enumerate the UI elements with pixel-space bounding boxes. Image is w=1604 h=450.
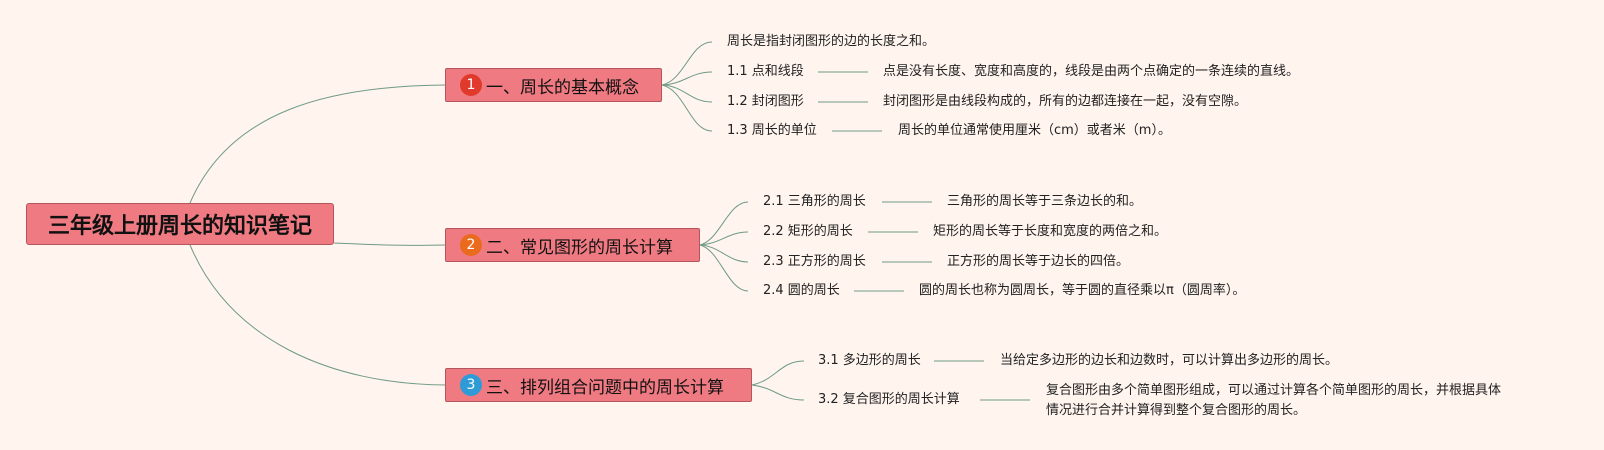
topic-2-4[interactable]: 2.4 圆的周长 — [763, 283, 840, 298]
link-root-branch-1 — [189, 84, 446, 204]
topic-1-3[interactable]: 1.3 周长的单位 — [727, 123, 817, 138]
topic-3-2-desc-line-1: 复合图形由多个简单图形组成，可以通过计算各个简单图形的周长，并根据具体 — [1046, 383, 1502, 398]
number-badge-3: 3 — [460, 374, 482, 396]
topic-2-1[interactable]: 2.1 三角形的周长 — [763, 194, 866, 209]
topic-2-2[interactable]: 2.2 矩形的周长 — [763, 224, 853, 239]
topic-1-2-desc[interactable]: 封闭图形是由线段构成的，所有的边都连接在一起，没有空隙。 — [883, 94, 1248, 109]
topic-1-3-desc[interactable]: 周长的单位通常使用厘米（cm）或者米（m）。 — [898, 123, 1171, 138]
link-b2-item-4 — [699, 244, 749, 292]
topic-3-2-desc-line-2: 情况进行合并计算得到整个复合图形的周长。 — [1046, 403, 1307, 418]
root-topic[interactable]: 三年级上册周长的知识笔记 — [26, 203, 334, 245]
link-b1-intro — [661, 41, 713, 86]
branch-2-label: 二、常见图形的周长计算 — [486, 237, 673, 258]
link-b1-item-3 — [661, 84, 713, 132]
number-badge-2: 2 — [460, 234, 482, 256]
branch-2-topic[interactable]: 2 二、常见图形的周长计算 — [445, 228, 700, 262]
link-b3-item-2 — [751, 384, 805, 401]
branch-1-topic[interactable]: 1 一、周长的基本概念 — [445, 68, 662, 102]
topic-1-1[interactable]: 1.1 点和线段 — [727, 64, 804, 79]
topic-3-2[interactable]: 3.2 复合图形的周长计算 — [818, 392, 960, 407]
topic-2-1-desc[interactable]: 三角形的周长等于三条边长的和。 — [947, 194, 1143, 209]
link-b2-item-3 — [699, 244, 749, 263]
link-b2-item-1 — [699, 201, 749, 246]
topic-3-1-desc[interactable]: 当给定多边形的边长和边数时，可以计算出多边形的周长。 — [1000, 353, 1339, 368]
topic-2-3[interactable]: 2.3 正方形的周长 — [763, 254, 866, 269]
topic-3-1[interactable]: 3.1 多边形的周长 — [818, 353, 921, 368]
branch-3-label: 三、排列组合问题中的周长计算 — [486, 377, 724, 398]
topic-2-4-desc[interactable]: 圆的周长也称为圆周长，等于圆的直径乘以π（圆周率）。 — [919, 283, 1246, 298]
topic-2-3-desc[interactable]: 正方形的周长等于边长的四倍。 — [947, 254, 1130, 269]
topic-1-2[interactable]: 1.2 封闭图形 — [727, 94, 804, 109]
branch-1-label: 一、周长的基本概念 — [486, 77, 639, 98]
branch-3-topic[interactable]: 3 三、排列组合问题中的周长计算 — [445, 368, 752, 402]
topic-2-2-desc[interactable]: 矩形的周长等于长度和宽度的两倍之和。 — [933, 224, 1168, 239]
branch-1-intro[interactable]: 周长是指封闭图形的边的长度之和。 — [727, 34, 936, 49]
number-badge-1: 1 — [460, 74, 482, 96]
link-b3-item-1 — [751, 360, 805, 386]
link-b2-item-2 — [699, 231, 749, 246]
topic-1-1-desc[interactable]: 点是没有长度、宽度和高度的，线段是由两个点确定的一条连续的直线。 — [883, 64, 1300, 79]
link-root-branch-2 — [333, 242, 446, 246]
link-b1-item-2 — [661, 84, 713, 103]
link-b1-item-1 — [661, 71, 713, 86]
topic-3-2-desc[interactable]: 复合图形由多个简单图形组成，可以通过计算各个简单图形的周长，并根据具体 情况进行… — [1046, 381, 1501, 421]
link-root-branch-3 — [189, 244, 446, 386]
